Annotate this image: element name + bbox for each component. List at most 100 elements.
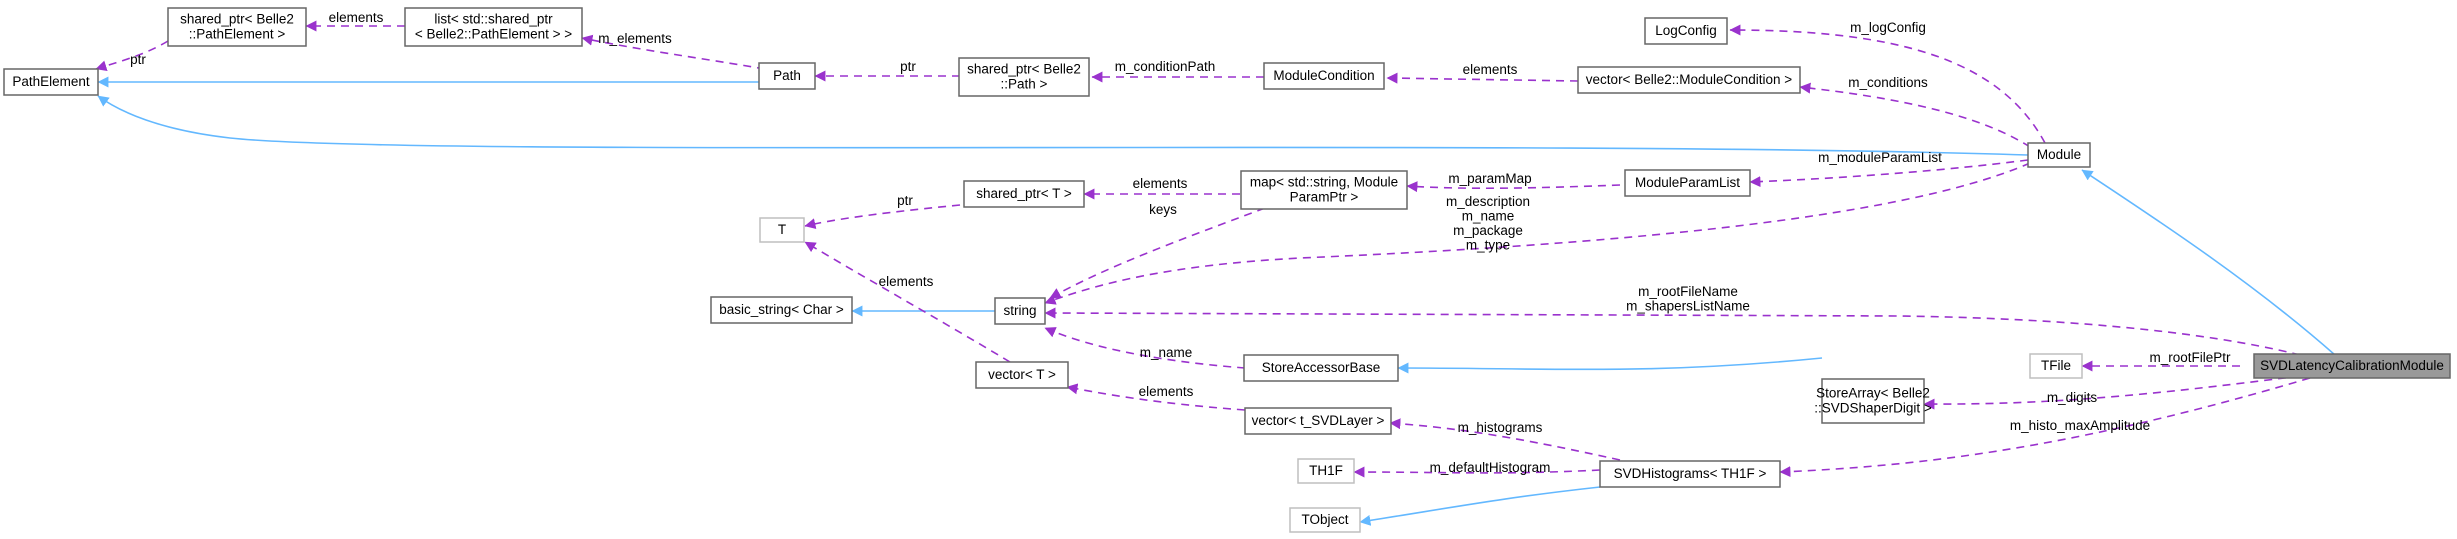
node-label: < Belle2::PathElement > > (415, 27, 572, 42)
edge-label-m-name-sab: m_name (1140, 345, 1193, 360)
node-label: SVDHistograms< TH1F > (1614, 466, 1767, 481)
edge-label-module-strings: m_package (1453, 223, 1523, 238)
edge-module-to-moduleparamlist (1749, 159, 2029, 188)
node-box (1297, 458, 1355, 484)
edge-vector-cond-to-modulecondition (1386, 72, 1579, 84)
node-logconfig[interactable]: LogConfig (1644, 17, 1728, 45)
node-shared-ptr-pathelement[interactable]: shared_ptr< Belle2::PathElement > (167, 7, 307, 47)
node-string[interactable]: string (994, 297, 1046, 325)
node-path-element[interactable]: PathElement (3, 68, 99, 96)
node-label: vector< T > (988, 367, 1056, 382)
edge-label-elements-vt: elements (879, 274, 934, 289)
edge-label-root-strings: m_shapersListName (1626, 299, 1750, 314)
node-box (1289, 507, 1361, 533)
node-box (2029, 353, 2083, 379)
node-box (404, 7, 583, 47)
edge-module-to-string (1044, 162, 2031, 305)
edge-label-m-conditionPath: m_conditionPath (1115, 59, 1216, 74)
node-box (3, 68, 99, 96)
edge-label-elements-sp: elements (1133, 176, 1188, 191)
edge-module-to-logconfig (1729, 24, 2046, 144)
edge-storearray-to-storeaccessorbase (1397, 357, 1823, 374)
node-label: ::PathElement > (189, 27, 286, 42)
node-storearray[interactable]: StoreArray< Belle2::SVDShaperDigit > (1814, 378, 1932, 424)
node-label: shared_ptr< Belle2 (967, 62, 1081, 77)
node-box (958, 57, 1090, 97)
node-box (1263, 62, 1385, 90)
edge-label-keys: keys (1149, 202, 1177, 217)
edge-label-elements-cond: elements (1463, 62, 1518, 77)
edge-svdhistograms-to-th1f (1353, 466, 1601, 478)
edge-label-m-digits: m_digits (2047, 390, 2098, 405)
node-module-condition[interactable]: ModuleCondition (1263, 62, 1385, 90)
node-label: basic_string< Char > (719, 302, 844, 317)
node-label: TFile (2041, 358, 2071, 373)
edge-module-to-pathelement (97, 95, 2029, 156)
node-label: ModuleCondition (1273, 68, 1374, 83)
node-box (963, 180, 1085, 208)
node-label: string (1003, 303, 1036, 318)
node-box (1240, 170, 1408, 210)
node-label: vector< t_SVDLayer > (1252, 413, 1385, 428)
edge-label-elements-vl: elements (1139, 384, 1194, 399)
edge-label-ptr-t: ptr (897, 193, 913, 208)
edge-label-m-moduleParamList: m_moduleParamList (1818, 150, 1942, 165)
node-svd-latency[interactable]: SVDLatencyCalibrationModule (2253, 353, 2451, 379)
node-svdhistograms[interactable]: SVDHistograms< TH1F > (1599, 460, 1781, 488)
nodes: SVDLatencyCalibrationModule Module PathEle… (3, 7, 2451, 533)
node-box (1821, 378, 1925, 424)
node-label: ::Path > (1001, 77, 1048, 92)
edge-svdhistograms-to-tobject (1359, 486, 1601, 526)
node-label: Module (2037, 147, 2081, 162)
edge-svdhistograms-to-vector-svdlayer (1389, 418, 1621, 461)
node-shared-ptr-t[interactable]: shared_ptr< T > (963, 180, 1085, 208)
node-label: ModuleParamList (1635, 175, 1740, 190)
node-box (758, 62, 816, 90)
node-list-shared-ptr[interactable]: list< std::shared_ptr< Belle2::PathEleme… (404, 7, 583, 47)
node-label: SVDLatencyCalibrationModule (2260, 358, 2444, 373)
edge-module-to-vector-cond (1799, 82, 2031, 148)
node-label: TH1F (1309, 463, 1343, 478)
edge-label-ptr-path: ptr (900, 59, 916, 74)
edge-label-m-histograms: m_histograms (1458, 420, 1543, 435)
node-shared-ptr-path[interactable]: shared_ptr< Belle2::Path > (958, 57, 1090, 97)
edge-label-m-histo-maxAmplitude: m_histo_maxAmplitude (2010, 418, 2150, 433)
node-vector-modulecondition[interactable]: vector< Belle2::ModuleCondition > (1577, 66, 1801, 94)
node-box (1644, 17, 1728, 45)
edge-label-m-elements: m_elements (598, 31, 672, 46)
edge-label-module-strings: m_name (1462, 209, 1515, 224)
node-box (167, 7, 307, 47)
edge-label-m-conditions: m_conditions (1848, 75, 1928, 90)
node-vector-t[interactable]: vector< T > (975, 361, 1069, 389)
node-moduleparamlist[interactable]: ModuleParamList (1624, 169, 1751, 197)
node-vector-svdlayer[interactable]: vector< t_SVDLayer > (1244, 407, 1392, 435)
node-path[interactable]: Path (758, 62, 816, 90)
node-module[interactable]: Module (2027, 142, 2091, 168)
edge-svd-to-string (1044, 307, 2301, 356)
node-tfile[interactable]: TFile (2029, 353, 2083, 379)
node-storeaccessorbase[interactable]: StoreAccessorBase (1243, 354, 1399, 382)
node-label: StoreAccessorBase (1262, 360, 1381, 375)
edge-sharedptr-pe-to-pathelement (95, 40, 169, 72)
node-th1f[interactable]: TH1F (1297, 458, 1355, 484)
edge-label-root-strings: m_rootFileName (1638, 284, 1738, 299)
node-t[interactable]: T (759, 217, 805, 243)
node-box (710, 296, 853, 324)
edge-label-elements-list: elements (329, 10, 384, 25)
node-box (1577, 66, 1801, 94)
node-basic-string[interactable]: basic_string< Char > (710, 296, 853, 324)
node-label: vector< Belle2::ModuleCondition > (1586, 72, 1792, 87)
node-label: StoreArray< Belle2 (1816, 386, 1930, 401)
edge-svd-to-storearray (1923, 375, 2301, 410)
node-label: shared_ptr< Belle2 (180, 12, 294, 27)
edge-vector-t-to-t (804, 241, 1011, 363)
edge-label-module-strings: m_description (1446, 194, 1530, 209)
node-label: PathElement (12, 74, 90, 89)
edge-map-to-string (1049, 207, 1266, 299)
node-box (1243, 354, 1399, 382)
edge-svd-to-module (2081, 169, 2336, 356)
node-tobject[interactable]: TObject (1289, 507, 1361, 533)
